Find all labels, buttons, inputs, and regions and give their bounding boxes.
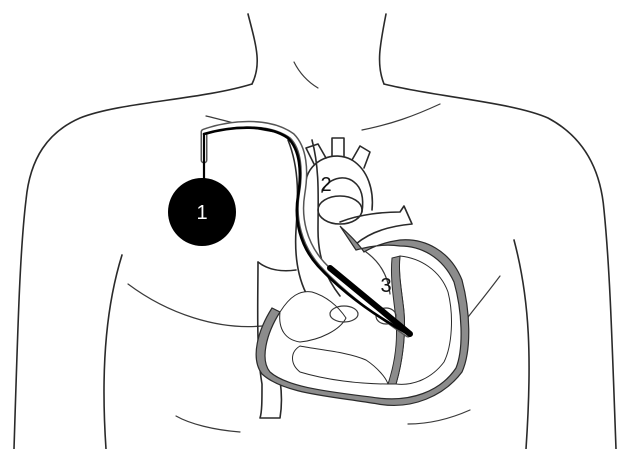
pulse-generator: 1 <box>168 178 236 246</box>
label-3: 3 <box>380 275 391 297</box>
sternal-notch <box>294 62 318 88</box>
heart <box>256 226 469 405</box>
label-1: 1 <box>196 202 207 224</box>
right-atrium-cavity <box>280 292 346 342</box>
left-subclavian-artery <box>352 146 370 168</box>
right-atrium-wall <box>258 262 296 271</box>
abdomen-line-right <box>408 410 470 424</box>
right-ventricle-cavity <box>293 346 389 384</box>
clavicle-right <box>362 104 440 130</box>
neck-right <box>380 14 386 84</box>
left-shoulder <box>14 84 252 449</box>
left-carotid-artery <box>332 138 344 156</box>
label-2: 2 <box>320 174 331 196</box>
left-pectoral <box>128 284 262 327</box>
neck-left <box>248 14 257 84</box>
right-armpit <box>514 240 529 449</box>
right-pectoral <box>466 276 500 320</box>
abdomen-line-left <box>176 416 240 432</box>
aortic-root <box>318 196 362 224</box>
torso-outline <box>14 14 616 449</box>
left-armpit <box>104 255 122 449</box>
